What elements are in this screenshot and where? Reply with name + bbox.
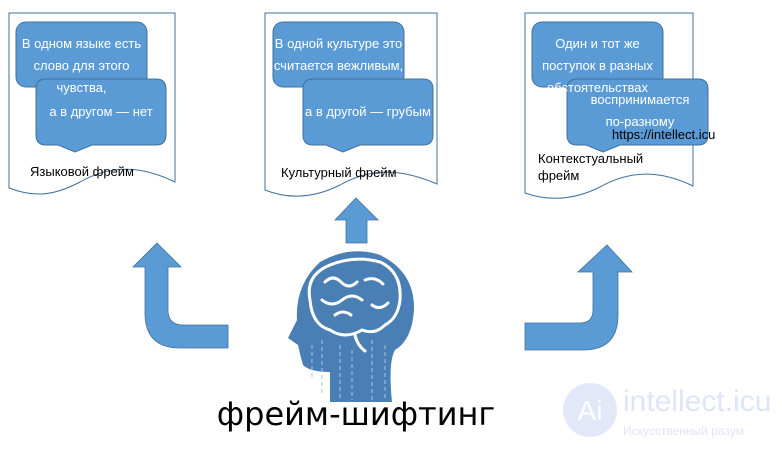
svg-text:Ai: Ai — [578, 395, 603, 426]
frame-language-top-text: В одном языке есть слово для этого чувст… — [21, 36, 142, 95]
head-brain-icon — [288, 251, 415, 402]
arrow-up-right — [524, 244, 633, 351]
frame-context-bottom-text: воспринимается по-разному — [590, 92, 690, 129]
arrow-up-center — [334, 197, 379, 244]
watermark-tagline: Искусственный разум — [623, 424, 744, 438]
arrow-up-left — [132, 242, 229, 349]
bubble-bottom-context — [566, 78, 709, 153]
frame-language-bottom-text: а в другом — нет — [49, 104, 153, 119]
frame-context-top-text: Один и тот же поступок в разных обстояте… — [542, 36, 653, 95]
diagram-title: фрейм-шифтинг — [216, 395, 496, 433]
watermark-name: intellect.icu — [623, 385, 772, 418]
frame-culture-top-text: В одной культуре это считается вежливым, — [273, 36, 404, 73]
watermark-logo-icon — [563, 383, 617, 437]
source-url: https://intellect.icu — [612, 127, 716, 142]
frame-culture-label: Культурный фрейм — [281, 165, 397, 180]
frame-context-label: Контекстуальный фрейм — [538, 151, 644, 183]
bubble-bottom-culture — [302, 78, 434, 153]
bubble-bottom-language — [35, 78, 167, 153]
frame-language-label: Языковой фрейм — [30, 164, 134, 179]
frame-culture-bottom-text: а в другой — грубым — [305, 104, 431, 119]
